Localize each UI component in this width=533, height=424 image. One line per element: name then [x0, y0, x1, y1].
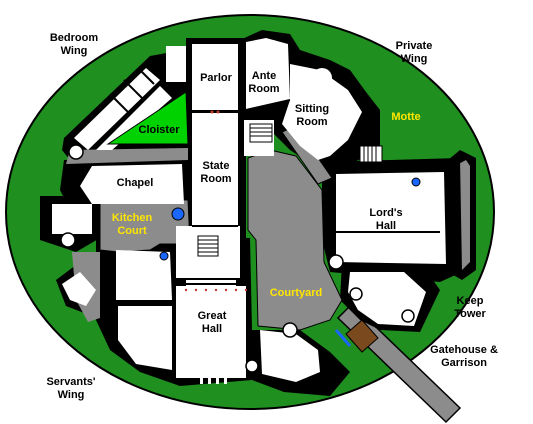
cloister-court [106, 91, 189, 145]
spiral-stair-towers [60, 144, 415, 373]
label-gatehouse-garrison: Gatehouse &Garrison [430, 344, 498, 369]
interior-walls [109, 67, 440, 303]
courtyard-area [247, 149, 343, 331]
label-courtyard: Courtyard [269, 287, 323, 299]
label-parlor: Parlor [200, 72, 232, 84]
label-cloister: Cloister [138, 124, 180, 136]
windows [200, 378, 227, 384]
label-chapel: Chapel [116, 177, 154, 189]
gatehouse-bridge [334, 302, 462, 424]
wells [159, 177, 421, 261]
kitchen-court-area [99, 197, 191, 253]
west-passage [66, 148, 188, 164]
doorway-markers [184, 110, 248, 292]
room-floors [52, 38, 446, 382]
label-motte: Motte [391, 111, 421, 123]
stairs [197, 123, 383, 257]
label-servants-wing: Servants'Wing [46, 376, 96, 401]
